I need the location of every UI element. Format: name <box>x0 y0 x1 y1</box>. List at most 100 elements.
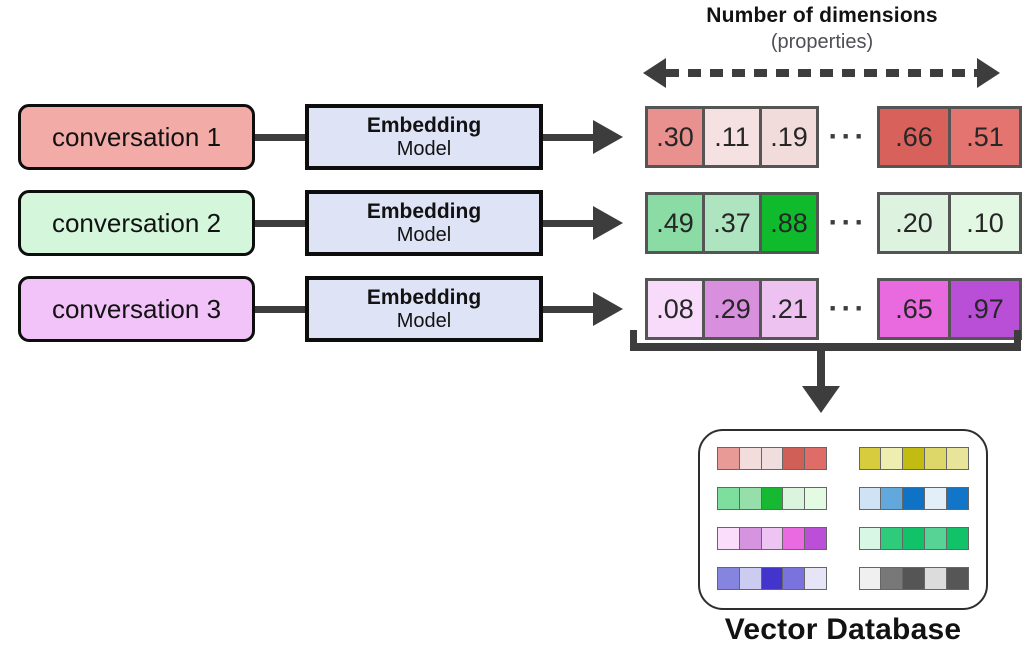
embedding-model-subtitle: Model <box>396 309 452 332</box>
mini-vector-cell <box>945 567 969 590</box>
mini-vector-cell <box>738 527 762 550</box>
mini-vector-cell <box>945 487 969 510</box>
mini-vector-cell <box>902 527 926 550</box>
conversation-2-box: conversation 2 <box>18 190 255 256</box>
arrow-down-icon <box>802 386 840 413</box>
vector-cell: .37 <box>702 192 762 254</box>
mini-vector-cell <box>717 447 741 470</box>
dimensions-subtitle: (properties) <box>770 31 874 53</box>
vector-cell: .20 <box>877 192 951 254</box>
mini-vector-cell <box>880 567 904 590</box>
vector-row-1: .30 .11 .19 ··· .66 .51 <box>645 106 1022 168</box>
pipeline-row-2: conversation 2 Embedding Model .49 .37 .… <box>18 190 1022 256</box>
mini-vector-cell <box>880 487 904 510</box>
vector-cell: .11 <box>702 106 762 168</box>
embedding-model-box-2: Embedding Model <box>305 190 543 256</box>
connector-line <box>255 219 305 227</box>
mini-vector-cell <box>760 487 784 510</box>
mini-vector-cell <box>924 527 948 550</box>
embedding-model-title: Embedding <box>366 286 482 310</box>
mini-vector-cell <box>738 487 762 510</box>
vector-cell: .08 <box>645 278 705 340</box>
vector-cell: .10 <box>948 192 1022 254</box>
vector-cell: .30 <box>645 106 705 168</box>
mini-vector <box>858 487 969 510</box>
vector-cell: .97 <box>948 278 1022 340</box>
mini-vector-cell <box>880 527 904 550</box>
mini-vector-cell <box>858 447 882 470</box>
mini-vector-cell <box>782 487 806 510</box>
mini-vector <box>717 567 828 590</box>
vector-database-label: Vector Database <box>724 613 962 646</box>
mini-vector-cell <box>738 567 762 590</box>
connector-line <box>255 305 305 313</box>
mini-vector-cell <box>804 447 828 470</box>
vector-cell: .66 <box>877 106 951 168</box>
mini-vector-cell <box>858 567 882 590</box>
mini-vector-cell <box>924 447 948 470</box>
arrow-right-icon <box>593 120 623 154</box>
vector-cell: .65 <box>877 278 951 340</box>
mini-vector-cell <box>880 447 904 470</box>
mini-vector-cell <box>717 567 741 590</box>
mini-vector-cell <box>760 447 784 470</box>
dimensions-span-arrow <box>643 58 1000 88</box>
mini-vector <box>858 527 969 550</box>
mini-vector-cell <box>902 447 926 470</box>
mini-vector-cell <box>924 487 948 510</box>
mini-vector <box>858 447 969 470</box>
mini-vector-cell <box>804 487 828 510</box>
connector-line <box>255 133 305 141</box>
database-right-column <box>858 447 969 592</box>
mini-vector <box>717 527 828 550</box>
mini-vector-cell <box>804 527 828 550</box>
arrow-left-head-icon <box>643 58 666 88</box>
ellipsis: ··· <box>828 206 868 239</box>
dashed-line-icon <box>666 69 977 77</box>
conversation-1-label: conversation 1 <box>51 121 222 152</box>
vector-cell: .19 <box>759 106 819 168</box>
pipeline-row-3: conversation 3 Embedding Model .08 .29 .… <box>18 276 1022 342</box>
mini-vector-cell <box>902 567 926 590</box>
mini-vector-cell <box>782 567 806 590</box>
mini-vector-cell <box>858 487 882 510</box>
mini-vector-cell <box>760 527 784 550</box>
vector-cell: .21 <box>759 278 819 340</box>
dimensions-title: Number of dimensions <box>706 4 938 27</box>
vector-cell: .51 <box>948 106 1022 168</box>
embedding-model-title: Embedding <box>366 114 482 138</box>
mini-vector-cell <box>717 527 741 550</box>
mini-vector-cell <box>924 567 948 590</box>
arrow-right-icon <box>593 292 623 326</box>
mini-vector <box>858 567 969 590</box>
pipeline-row-1: conversation 1 Embedding Model .30 .11 .… <box>18 104 1022 170</box>
connector-line <box>543 305 593 313</box>
vector-cell: .49 <box>645 192 705 254</box>
conversation-3-label: conversation 3 <box>51 293 222 324</box>
embedding-model-subtitle: Model <box>396 223 452 246</box>
arrow-right-head-icon <box>977 58 1000 88</box>
embedding-model-subtitle: Model <box>396 137 452 160</box>
conversation-1-box: conversation 1 <box>18 104 255 170</box>
mini-vector-cell <box>760 567 784 590</box>
vector-row-2: .49 .37 .88 ··· .20 .10 <box>645 192 1022 254</box>
mini-vector-cell <box>782 447 806 470</box>
mini-vector-cell <box>858 527 882 550</box>
vector-database-box <box>698 429 988 610</box>
mini-vector <box>717 487 828 510</box>
arrow-down-stem <box>817 351 825 388</box>
embedding-model-box-3: Embedding Model <box>305 276 543 342</box>
conversation-3-box: conversation 3 <box>18 276 255 342</box>
embedding-model-box-1: Embedding Model <box>305 104 543 170</box>
mini-vector-cell <box>945 527 969 550</box>
connector-line <box>543 133 593 141</box>
mini-vector-cell <box>782 527 806 550</box>
mini-vector-cell <box>902 487 926 510</box>
mini-vector-cell <box>804 567 828 590</box>
mini-vector <box>717 447 828 470</box>
mini-vector-cell <box>945 447 969 470</box>
ellipsis: ··· <box>828 120 868 153</box>
database-left-column <box>717 447 828 592</box>
embedding-model-title: Embedding <box>366 200 482 224</box>
